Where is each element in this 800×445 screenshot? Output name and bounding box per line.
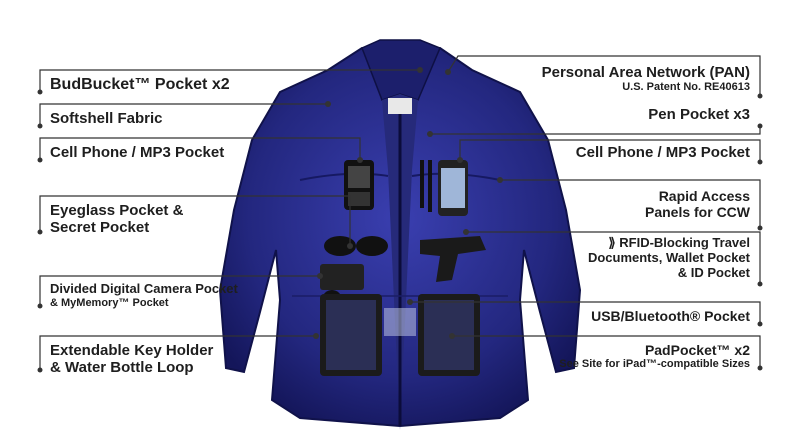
right-callout-dots <box>407 69 763 371</box>
label-pad: PadPocket™ x2 See Site for iPad™-compati… <box>559 342 750 371</box>
label-eyeglass: Eyeglass Pocket & Secret Pocket <box>50 202 183 237</box>
label-camera-line1: Divided Digital Camera Pocket <box>50 281 238 296</box>
label-pan-title: Personal Area Network (PAN) <box>541 64 750 81</box>
sunglasses-icon <box>324 236 388 256</box>
phone-icon <box>344 160 374 210</box>
label-eyeglass-line1: Eyeglass Pocket & <box>50 202 184 219</box>
left-callout-lines <box>39 69 420 370</box>
label-rapid-line2: Panels for CCW <box>644 204 750 221</box>
pen-icon <box>420 160 432 212</box>
label-rfid: ⟫ RFID-Blocking Travel Documents, Wallet… <box>587 235 750 281</box>
label-pad-sub: See Site for iPad™-compatible Sizes <box>559 358 750 371</box>
label-key-line2: & Water Bottle Loop <box>50 359 194 377</box>
gun-icon <box>420 236 486 282</box>
tablet-icon <box>418 294 480 376</box>
right-callout-lines <box>410 55 761 368</box>
label-key: Extendable Key Holder & Water Bottle Loo… <box>50 342 213 377</box>
label-rapid-line1: Rapid Access <box>658 188 750 204</box>
label-cell-right: Cell Phone / MP3 Pocket <box>575 144 750 161</box>
label-cell-left: Cell Phone / MP3 Pocket <box>50 144 225 161</box>
brand-tag <box>388 98 412 114</box>
label-pen: Pen Pocket x3 <box>648 106 750 123</box>
label-camera: Divided Digital Camera Pocket & MyMemory… <box>50 281 238 310</box>
phone-icon <box>438 160 468 216</box>
label-key-line1: Extendable Key Holder <box>50 342 214 359</box>
label-eyeglass-line2: Secret Pocket <box>50 219 150 237</box>
label-budbucket: BudBucket™ Pocket x2 <box>50 76 230 93</box>
label-rfid-line3: & ID Pocket <box>677 264 750 280</box>
label-rfid-line1: RFID-Blocking Travel <box>619 235 750 250</box>
left-callout-dots <box>37 67 423 373</box>
label-pan: Personal Area Network (PAN) U.S. Patent … <box>542 64 750 94</box>
usb-pocket <box>384 308 416 336</box>
rfid-wave-icon: ⟫ <box>608 235 616 250</box>
label-pad-title: PadPocket™ x2 <box>644 342 750 358</box>
label-camera-line2: & MyMemory™ Pocket <box>50 296 169 309</box>
label-rapid-access: Rapid Access Panels for CCW <box>645 188 750 220</box>
label-usb: USB/Bluetooth® Pocket <box>591 308 750 324</box>
label-rfid-line2: Documents, Wallet Pocket <box>587 249 750 265</box>
label-patent: U.S. Patent No. RE40613 <box>622 81 750 94</box>
tablet-icon <box>320 294 382 376</box>
label-softshell: Softshell Fabric <box>50 110 163 127</box>
